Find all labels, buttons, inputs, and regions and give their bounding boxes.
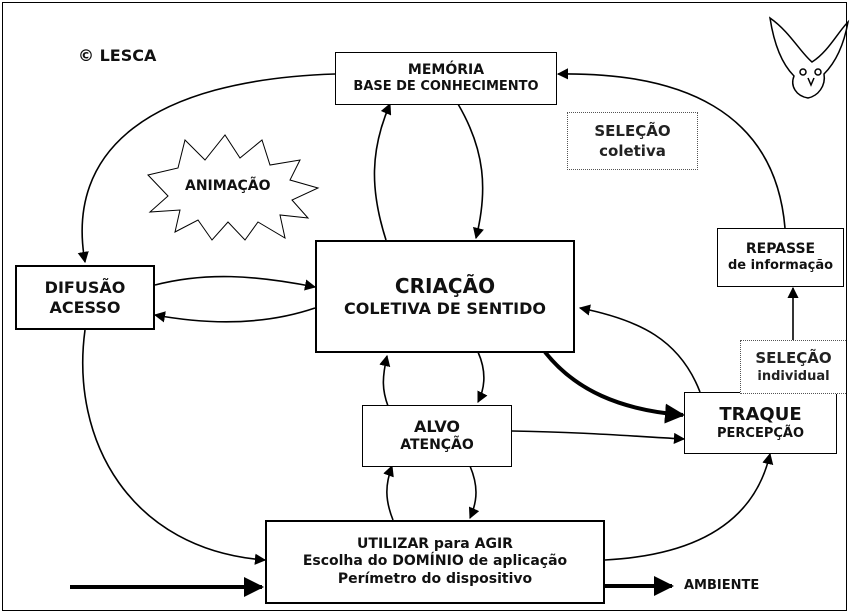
- arrow-criacao-to-alvo: [477, 351, 488, 404]
- arrow-alvo-to-criacao: [379, 354, 391, 407]
- node-utilizar-line1: UTILIZAR para AGIR: [357, 535, 513, 552]
- arrow-utilizar-to-traque: [604, 452, 774, 561]
- animacao-label: ANIMAÇÃO: [185, 178, 271, 194]
- copyright-label: © LESCA: [78, 46, 157, 65]
- note-selecao-coletiva: SELEÇÃO coletiva: [567, 112, 698, 170]
- note-selecao-individual-subtitle: individual: [757, 369, 830, 385]
- arrow-traque-to-criacao: [578, 304, 701, 393]
- node-difusao: DIFUSÃO ACESSO: [15, 265, 155, 330]
- node-traque-title: TRAQUE: [719, 403, 802, 425]
- arrow-memoria-to-difusao: [77, 73, 336, 264]
- note-selecao-individual: SELEÇÃO individual: [740, 340, 846, 394]
- node-criacao-title: CRIAÇÃO: [394, 274, 496, 298]
- node-repasse: REPASSE de informação: [717, 228, 844, 287]
- starburst-shape: [147, 134, 320, 241]
- node-memoria-subtitle: BASE DE CONHECIMENTO: [353, 79, 539, 95]
- note-selecao-coletiva-title: SELEÇÃO: [594, 121, 671, 140]
- node-utilizar: UTILIZAR para AGIR Escolha do DOMÍNIO de…: [265, 520, 605, 604]
- node-traque: TRAQUE PERCEPÇÃO: [684, 392, 837, 454]
- arrow-repasse-to-memoria: [556, 68, 786, 229]
- arrow-difusao-to-criacao: [154, 275, 317, 291]
- arrow-memoria-to-criacao: [457, 103, 484, 240]
- arrow-alvo-to-utilizar: [468, 465, 480, 520]
- node-traque-subtitle: PERCEPÇÃO: [716, 426, 805, 442]
- node-alvo-title: ALVO: [413, 417, 461, 437]
- owl-logo-icon: [768, 16, 850, 99]
- arrow-difusao-to-utilizar: [81, 329, 267, 565]
- ambiente-label: AMBIENTE: [684, 578, 760, 593]
- node-repasse-title: REPASSE: [745, 240, 816, 257]
- arrow-criacao-to-traque: [543, 350, 685, 424]
- node-criacao-subtitle: COLETIVA DE SENTIDO: [344, 299, 546, 318]
- node-alvo-subtitle: ATENÇÃO: [400, 437, 474, 454]
- note-selecao-individual-title: SELEÇÃO: [755, 349, 832, 368]
- node-memoria-title: MEMÓRIA: [407, 61, 485, 78]
- node-alvo: ALVO ATENÇÃO: [362, 405, 512, 467]
- node-memoria: MEMÓRIA BASE DE CONHECIMENTO: [335, 52, 557, 105]
- arrow-alvo-to-traque: [511, 430, 686, 445]
- node-difusao-title: DIFUSÃO: [44, 277, 126, 297]
- arrow-criacao-to-memoria: [373, 102, 392, 241]
- arrow-utilizar-to-alvo: [383, 464, 394, 521]
- node-utilizar-line3: Perímetro do dispositivo: [337, 570, 533, 587]
- arrow-criacao-to-difusao: [153, 307, 316, 323]
- note-selecao-coletiva-subtitle: coletiva: [599, 142, 666, 160]
- node-criacao: CRIAÇÃO COLETIVA DE SENTIDO: [315, 240, 575, 353]
- node-repasse-subtitle: de informação: [727, 258, 834, 274]
- node-utilizar-line2: Escolha do DOMÍNIO de aplicação: [302, 553, 568, 570]
- node-difusao-subtitle: ACESSO: [49, 297, 121, 317]
